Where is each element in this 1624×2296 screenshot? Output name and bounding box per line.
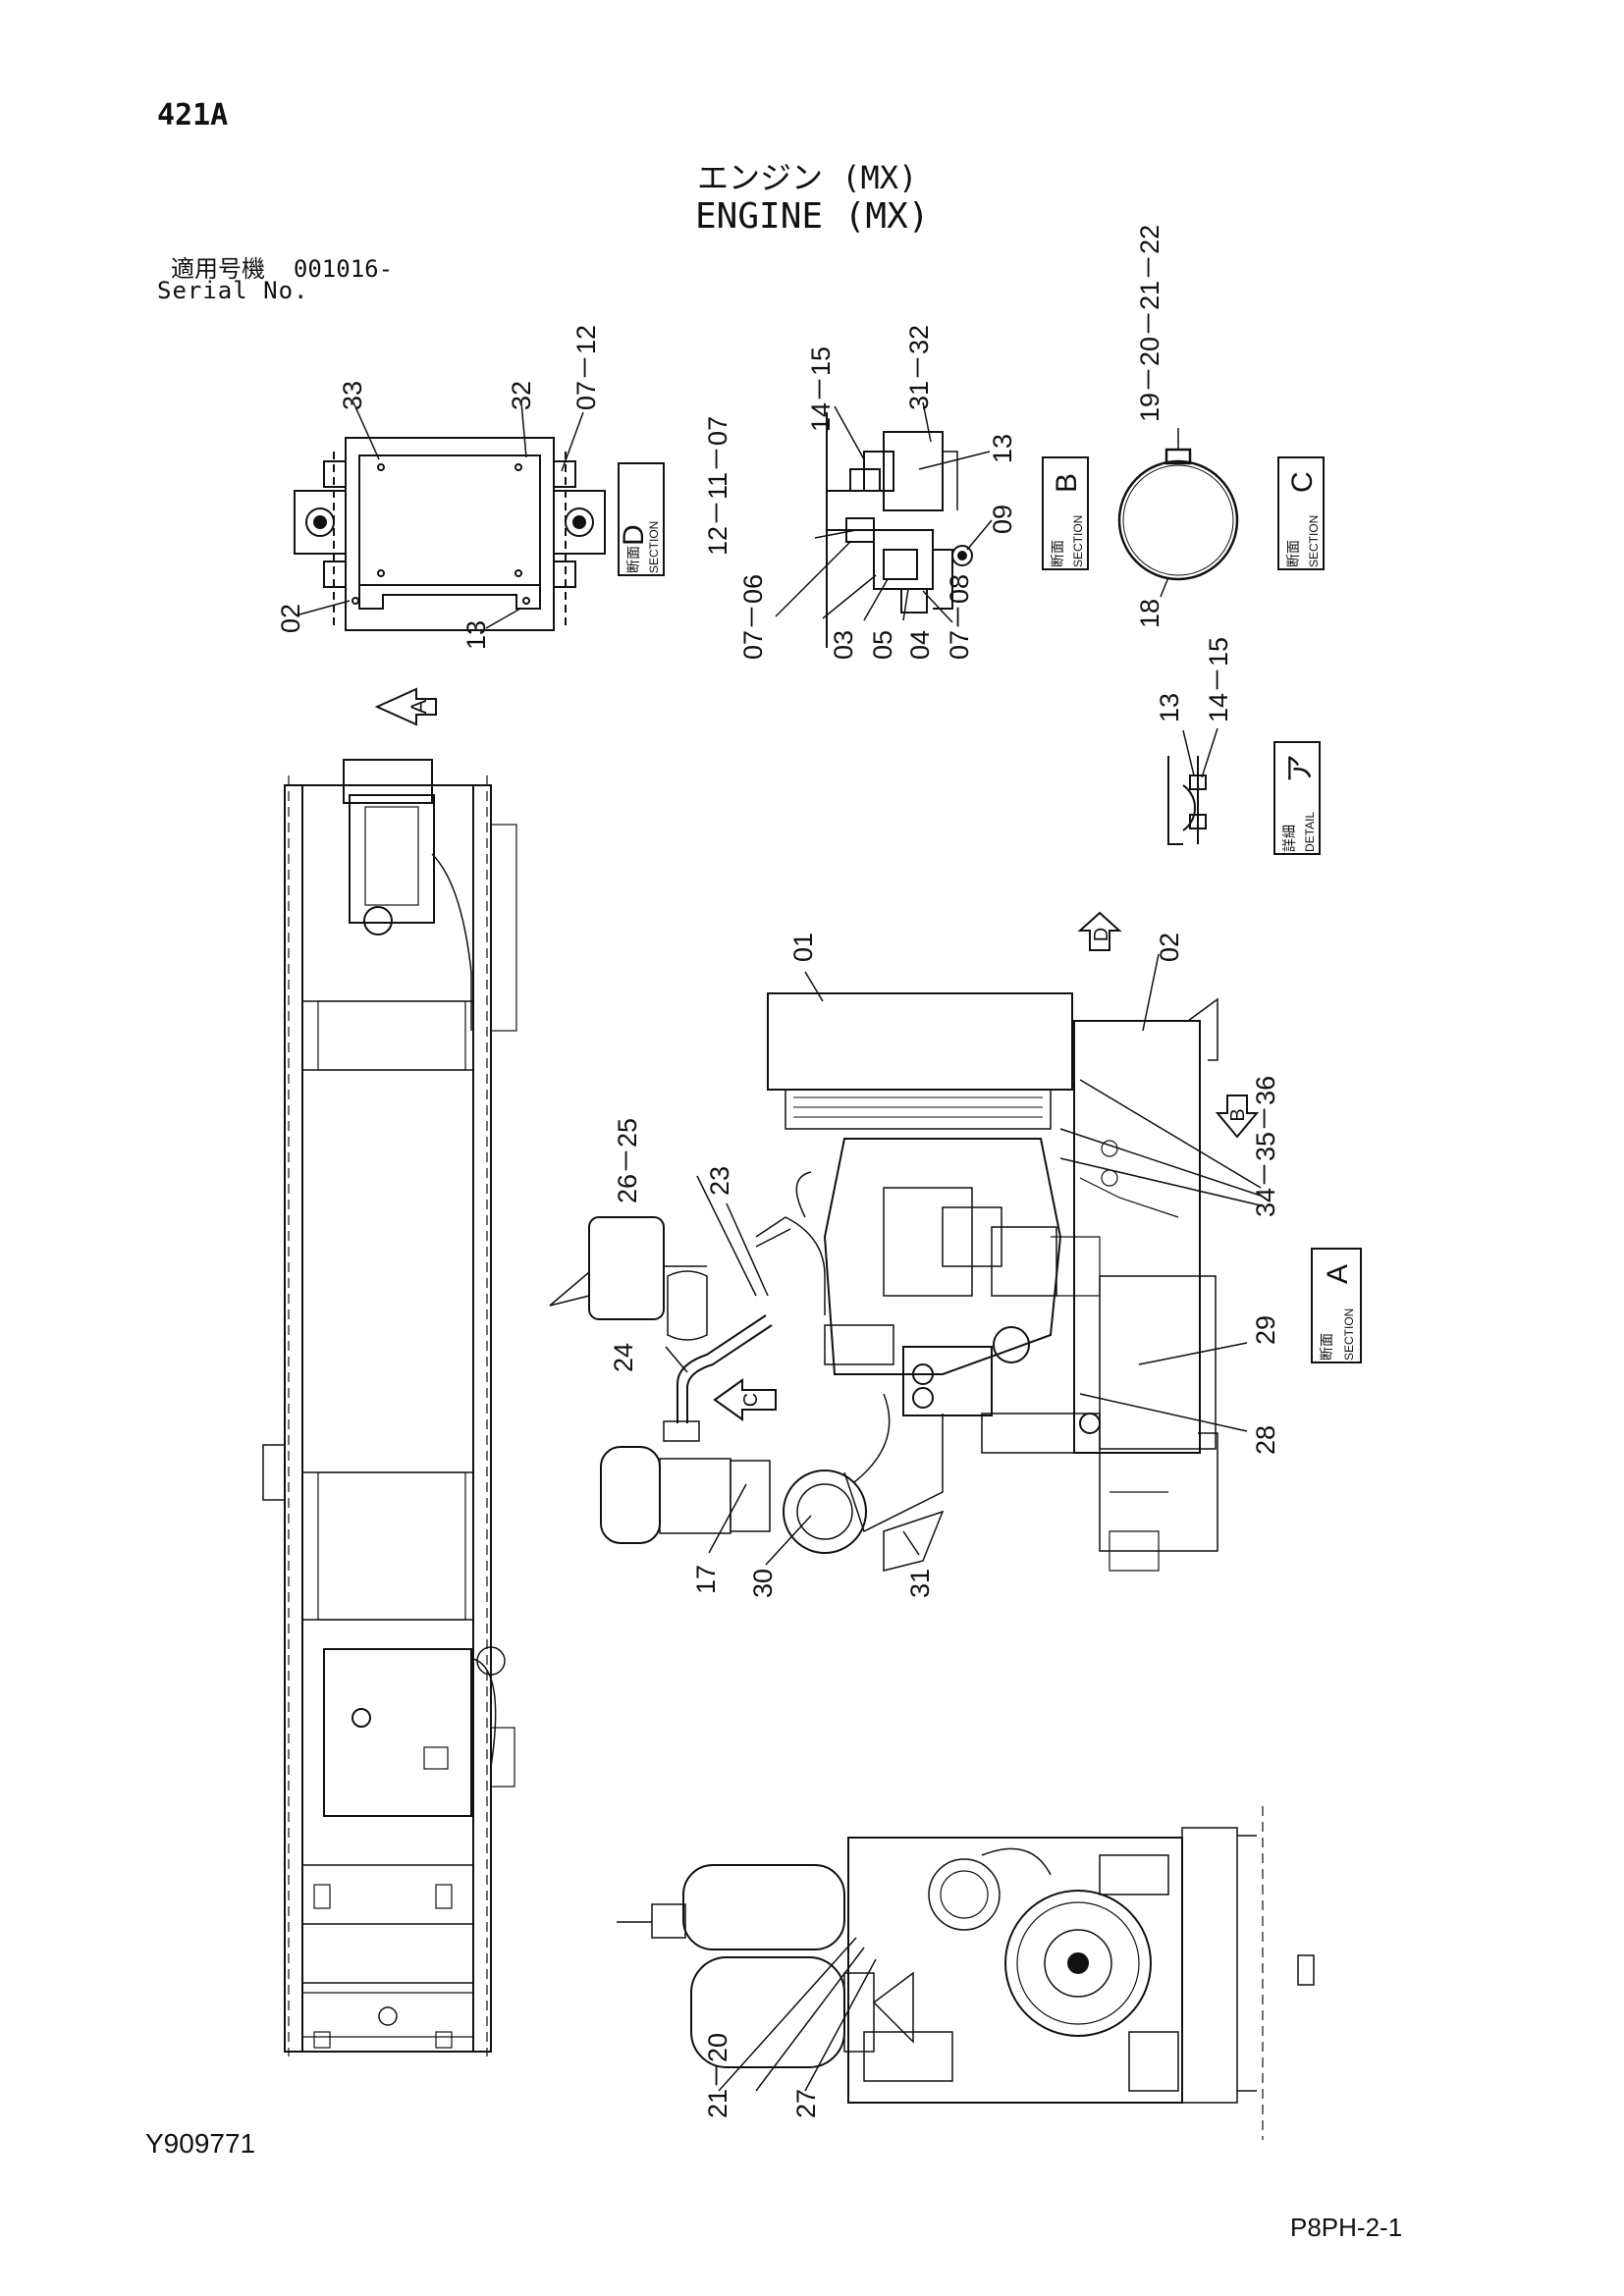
- callout-b-14-15: 14－15: [806, 347, 836, 432]
- section-d-label: D 断面 SECTION: [618, 462, 665, 576]
- callout-main-01: 01: [788, 933, 818, 962]
- callout-d-13: 13: [461, 620, 491, 650]
- section-a-letter: A: [1322, 1264, 1354, 1284]
- callout-main-23: 23: [705, 1166, 734, 1196]
- section-b-label: B 断面 SECTION: [1042, 456, 1089, 570]
- arrow-c-view: C: [713, 1378, 777, 1421]
- section-c-label: C 断面 SECTION: [1277, 456, 1325, 570]
- section-d-view: [294, 401, 606, 631]
- serial-label-japanese: 適用号機 001016-: [171, 249, 393, 284]
- section-a-word-en: SECTION: [1342, 1308, 1356, 1361]
- section-c-word-jp: 断面: [1285, 540, 1301, 567]
- serial-label-jp: 適用号機: [171, 255, 265, 283]
- section-b-word-jp: 断面: [1050, 540, 1065, 567]
- section-d-word-en: SECTION: [647, 521, 661, 573]
- callout-b-09: 09: [988, 505, 1017, 534]
- callout-main-17: 17: [691, 1565, 721, 1594]
- arrow-d-view: D: [1077, 911, 1122, 951]
- arrow-a-view: A: [374, 687, 437, 726]
- section-c-letter: C: [1286, 471, 1319, 493]
- callout-main-26-25: 26－25: [613, 1118, 642, 1203]
- serial-value: 001016-: [293, 255, 394, 283]
- callout-d-33: 33: [338, 381, 367, 410]
- callout-b-05: 05: [868, 630, 897, 660]
- title-english: ENGINE (MX): [695, 196, 930, 237]
- callout-main-29: 29: [1251, 1315, 1280, 1345]
- title-japanese: エンジン (MX): [697, 159, 918, 196]
- callout-b-07-08: 07－08: [945, 574, 974, 660]
- section-a-word-jp: 断面: [1319, 1333, 1334, 1361]
- callout-b-04: 04: [905, 630, 935, 660]
- engine-rear-view: [617, 1806, 1315, 2140]
- callout-d-07-12: 07－12: [571, 325, 601, 410]
- callout-main-28: 28: [1251, 1425, 1280, 1455]
- arrow-b-letter: B: [1227, 1108, 1249, 1121]
- callout-b-12-11-07: 12－11－07: [703, 416, 732, 556]
- section-b-letter: B: [1051, 473, 1083, 493]
- section-b-word-en: SECTION: [1071, 515, 1085, 567]
- section-a-label: A 断面 SECTION: [1311, 1248, 1362, 1363]
- section-d-letter: D: [618, 524, 650, 546]
- detail-word-en: DETAIL: [1303, 812, 1317, 852]
- callout-c-19-22: 19－20－21－22: [1135, 225, 1164, 422]
- section-b-view: [775, 401, 993, 648]
- callout-d-32: 32: [507, 381, 536, 410]
- callout-main-30: 30: [748, 1569, 778, 1598]
- section-c-word-en: SECTION: [1307, 515, 1321, 567]
- engine-main-view: [549, 953, 1262, 1572]
- arrow-c-letter: C: [740, 1393, 762, 1407]
- serial-label-english: Serial No.: [157, 277, 309, 304]
- callout-c-18: 18: [1135, 599, 1164, 628]
- detail-letter: ア: [1284, 754, 1317, 783]
- callout-d-02: 02: [276, 604, 305, 633]
- callout-main-24: 24: [609, 1343, 638, 1372]
- section-d-word-jp: 断面: [625, 546, 641, 573]
- callout-b-03: 03: [829, 630, 858, 660]
- arrow-d-letter: D: [1091, 928, 1112, 941]
- arrow-b-view: B: [1215, 1095, 1260, 1139]
- callout-main-31: 31: [905, 1569, 935, 1598]
- callout-b-13: 13: [988, 434, 1017, 463]
- callout-main-02: 02: [1155, 933, 1184, 962]
- page-id: P8PH-2-1: [1290, 2213, 1403, 2242]
- detail-label: ア 詳細 DETAIL: [1273, 741, 1321, 855]
- page-code: 421A: [157, 98, 229, 133]
- callout-b-07-06: 07－06: [738, 574, 768, 660]
- callout-b-31-32: 31－32: [904, 325, 934, 410]
- callout-main-34-36: 34－35－36: [1251, 1076, 1280, 1217]
- detail-view: [1167, 727, 1218, 845]
- frame-plan-view: [262, 759, 517, 2056]
- section-c-view: [1117, 428, 1239, 598]
- callout-rear-27: 27: [791, 2089, 821, 2118]
- callout-detail-14-15: 14－15: [1204, 637, 1233, 722]
- callout-rear-21-20: 21－20: [703, 2033, 732, 2118]
- detail-word-jp: 詳細: [1281, 825, 1297, 852]
- callout-detail-13: 13: [1155, 693, 1184, 722]
- document-id: Y909771: [145, 2128, 256, 2159]
- arrow-a-letter: A: [406, 699, 431, 714]
